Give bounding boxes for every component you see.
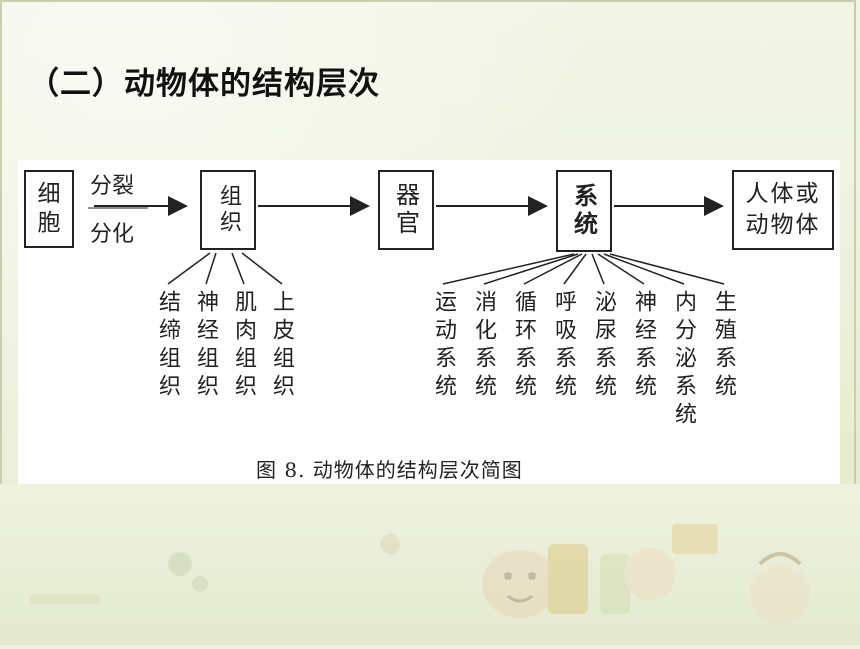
system-type-digestive: 消化系统 [471, 290, 496, 402]
system-label: 系统 [569, 183, 599, 239]
diagram-panel: 细 胞 分裂 分化 组织 器官 系统 人体或 动物体 结缔组织 神经组织 肌肉组… [18, 160, 840, 484]
system-box: 系统 [556, 170, 612, 252]
decorative-illustration [30, 524, 810, 624]
system-type-reproductive: 生殖系统 [711, 290, 736, 402]
tissue-type-nervous: 神经组织 [193, 290, 218, 402]
system-type-respiratory: 呼吸系统 [551, 290, 576, 402]
body-label-line1: 人体或 [745, 180, 821, 207]
tissue-type-muscle: 肌肉组织 [231, 290, 256, 402]
arrow-label-differentiate: 分化 [90, 222, 135, 247]
body-box: 人体或 动物体 [732, 170, 834, 250]
decorative-illustration-area [0, 484, 860, 645]
system-type-motor: 运动系统 [431, 290, 456, 402]
tissue-type-connective: 结缔组织 [155, 290, 180, 402]
system-type-urinary: 泌尿系统 [591, 290, 616, 402]
organ-label: 器官 [391, 182, 420, 238]
organ-box: 器官 [378, 170, 434, 250]
diagram-connectors [88, 196, 725, 285]
system-fan [442, 253, 725, 285]
cell-box: 细 胞 [24, 170, 74, 248]
body-label-line2: 动物体 [745, 212, 821, 238]
system-type-nervous: 神经系统 [631, 290, 656, 402]
system-type-endocrine: 内分泌系统 [671, 290, 696, 430]
slide-title: （二）动物体的结构层次 [28, 66, 380, 102]
figure-caption: 图 8. 动物体的结构层次简图 [256, 458, 523, 482]
system-type-circulatory: 循环系统 [511, 290, 536, 402]
tissue-type-epithelial: 上皮组织 [269, 290, 294, 402]
tissue-label: 组织 [216, 184, 241, 236]
cell-label-line2: 胞 [37, 210, 61, 236]
tissue-fan [167, 252, 283, 285]
arrow-label-divide: 分裂 [90, 174, 135, 199]
tissue-box: 组织 [200, 170, 256, 250]
cell-label-line1: 细 [37, 181, 61, 208]
